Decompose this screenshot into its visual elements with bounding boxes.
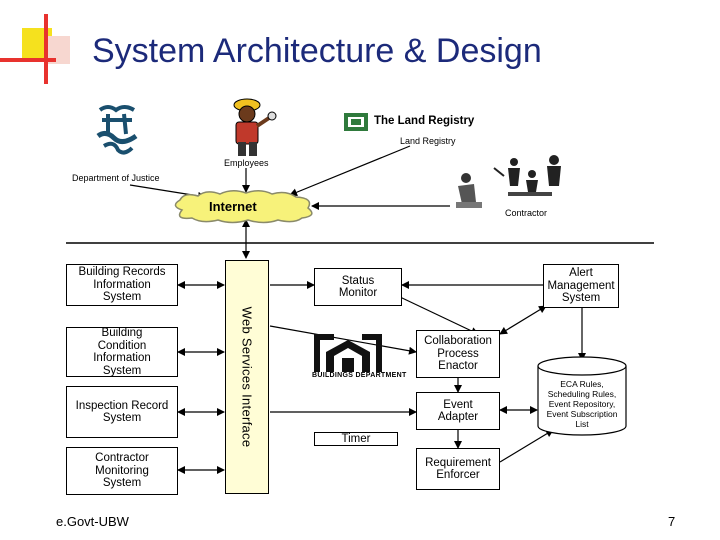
interface-collab-arrow <box>269 325 417 355</box>
buildings-department-logo-text: BUILDINGS DEPARTMENT <box>312 372 407 379</box>
corner-decoration <box>0 14 70 84</box>
justice-logo-icon <box>96 105 138 155</box>
status-collab-arrow <box>399 296 479 335</box>
department-of-justice-label: Department of Justice <box>72 173 160 183</box>
contractor-label: Contractor <box>505 208 548 218</box>
red-vertical-bar <box>44 14 48 84</box>
building-condition-system-box[interactable]: Building Condition Information System <box>66 327 178 377</box>
collaboration-process-enactor-box[interactable]: Collaboration Process Enactor <box>416 330 500 378</box>
status-monitor-box[interactable]: Status Monitor <box>314 268 402 306</box>
event-adapter-box[interactable]: Event Adapter <box>416 392 500 430</box>
timer-box[interactable]: Timer <box>314 432 398 446</box>
inspection-record-system-box[interactable]: Inspection Record System <box>66 386 178 438</box>
internet-label: Internet <box>209 199 257 214</box>
building-records-system-box[interactable]: Building Records Information System <box>66 264 178 306</box>
requirement-store-arrow <box>499 429 554 463</box>
web-services-interface-label: Web Services Interface <box>239 306 255 448</box>
buildings-department-logo-icon <box>314 334 382 372</box>
contractor-workers-icon <box>456 155 561 208</box>
requirement-enforcer-box[interactable]: Requirement Enforcer <box>416 448 500 490</box>
footer-text: e.Govt-UBW <box>56 514 129 529</box>
land-registry-logo-text: The Land Registry <box>374 115 475 127</box>
web-services-interface-box[interactable]: Web Services Interface <box>225 260 269 494</box>
red-horizontal-bar <box>0 58 56 62</box>
page-number: 7 <box>668 514 676 529</box>
alert-collab-arrow <box>499 305 547 335</box>
eca-rules-store-label: ECA Rules, Scheduling Rules, Event Repos… <box>546 379 618 429</box>
slide-title: System Architecture & Design <box>92 32 542 70</box>
contractor-monitoring-system-box[interactable]: Contractor Monitoring System <box>66 447 178 495</box>
alert-management-system-box[interactable]: Alert Management System <box>543 264 619 308</box>
internet-cloud-icon <box>174 190 313 224</box>
land-registry-label: Land Registry <box>400 136 456 146</box>
employee-worker-icon <box>233 98 277 156</box>
land-registry-logo-icon <box>344 113 368 131</box>
employees-label: Employees <box>224 158 269 168</box>
registry-internet-arrow <box>289 145 411 197</box>
eca-rules-database-icon <box>537 356 627 436</box>
